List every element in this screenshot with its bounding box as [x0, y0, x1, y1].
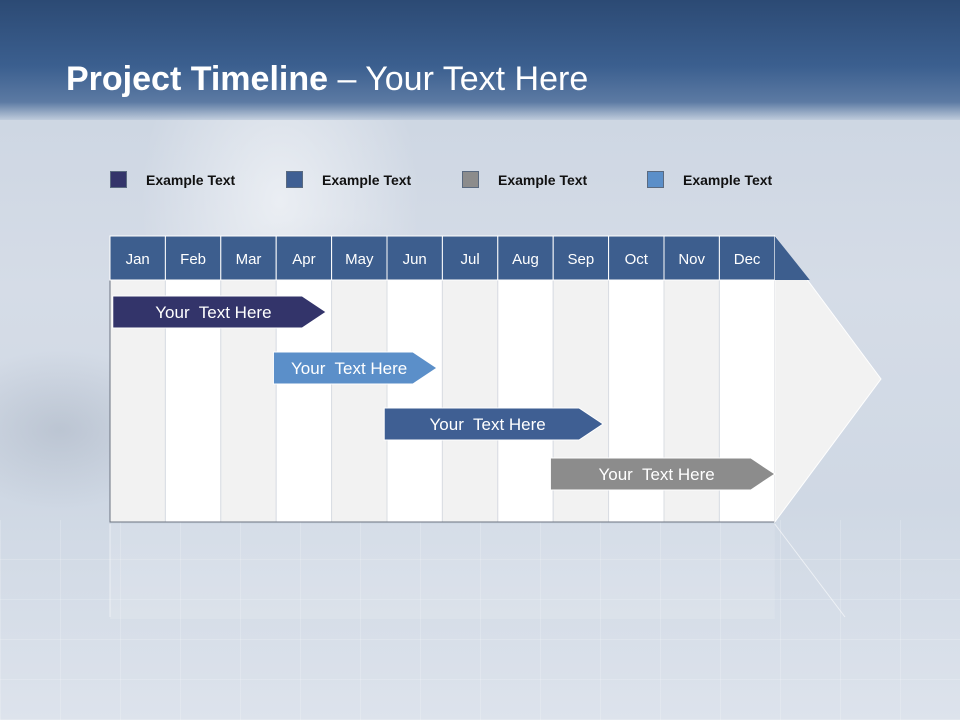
month-header-cell [386, 235, 443, 281]
timeline-arrow-head [774, 234, 882, 524]
header-band [0, 0, 960, 120]
month-label: May [345, 251, 374, 268]
month-header-cell [608, 235, 665, 281]
page-title: Project Timeline – Your Text Here [66, 60, 588, 99]
arrow-head-body [774, 234, 882, 524]
legend-swatch [647, 171, 664, 188]
month-label: Jan [126, 251, 150, 268]
arrow-head-header-corner [774, 236, 810, 280]
month-label: Mar [236, 251, 262, 268]
task-bar-label: Your Text Here [598, 465, 714, 484]
month-label: Oct [625, 251, 649, 268]
timeline-column [497, 279, 554, 523]
month-label: Apr [292, 251, 315, 268]
task-bar: Your Text Here [549, 457, 776, 491]
task-bar-shape [383, 407, 604, 441]
month-label: Sep [568, 251, 595, 268]
task-bar: Your Text Here [112, 295, 327, 329]
month-header-cell [663, 235, 720, 281]
task-bar-label: Your Text Here [155, 303, 271, 322]
task-bar-shape [549, 457, 776, 491]
task-bar-label: Your Text Here [430, 415, 546, 434]
month-label: Nov [678, 251, 705, 268]
legend-label: Example Text [498, 172, 588, 188]
legend-label: Example Text [146, 172, 236, 188]
legend-swatch [286, 171, 303, 188]
task-bar: Your Text Here [383, 407, 604, 441]
month-label: Jun [403, 251, 427, 268]
month-label: Feb [180, 251, 206, 268]
timeline-reflection-body [110, 524, 775, 619]
timeline-reflection-diagonal [774, 523, 846, 618]
timeline-column [331, 279, 388, 523]
month-header-cell [718, 235, 776, 281]
legend-swatch [110, 171, 127, 188]
task-bar: Your Text Here [272, 351, 438, 385]
legend-label: Example Text [683, 172, 773, 188]
legend-swatch [462, 171, 479, 188]
month-header-cell [220, 235, 277, 281]
task-bar-shape [272, 351, 438, 385]
month-label: Dec [734, 251, 761, 268]
month-header-cell [441, 235, 499, 281]
timeline-column [386, 279, 443, 523]
title-rest: – Your Text Here [328, 60, 589, 98]
legend-label: Example Text [322, 172, 412, 188]
month-header-cell [164, 235, 222, 281]
timeline-reflection [109, 523, 846, 619]
task-bar-shape [112, 295, 327, 329]
task-bar-label: Your Text Here [291, 359, 407, 378]
month-label: Jul [461, 251, 480, 268]
timeline-column [441, 279, 499, 523]
title-bold: Project Timeline [66, 60, 329, 98]
month-header-cell [109, 235, 166, 281]
month-header-cell [497, 235, 554, 281]
month-header-cell [552, 235, 610, 281]
month-label: Aug [512, 251, 539, 268]
timeline-month-header: Jan Feb Mar Apr May Jun Jul Aug Sep Oct Nov Dec [109, 235, 776, 281]
